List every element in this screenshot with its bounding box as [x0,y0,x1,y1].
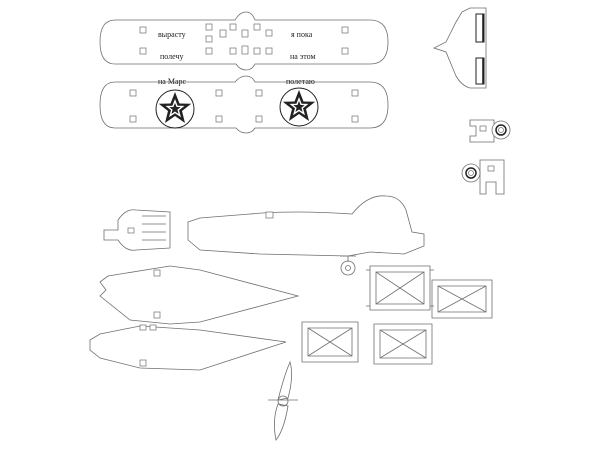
tail-stabilizer [432,7,487,89]
stand-frame-2 [431,279,493,319]
fuselage-half-1 [99,265,300,325]
wing-text-3: полечу [160,52,184,61]
fuselage [187,195,425,276]
fuselage-half-2 [89,324,287,371]
landing-gear-1 [469,119,511,143]
upper-wing: вырасту я пока полечу на этом [99,11,389,71]
wing-text-5: на Марс [158,77,186,86]
star-icon [279,87,319,127]
stand-frame-3 [301,321,359,363]
landing-gear-2 [461,159,505,195]
wing-text-4: на этом [290,52,316,61]
stand-frame-1 [366,265,434,311]
wing-text-1: вырасту [158,30,186,39]
engine-piece [103,209,171,251]
stand-frame-4 [373,323,433,365]
star-icon [155,89,195,129]
lower-wing: на Марс полетаю [99,75,389,134]
wing-text-6: полетаю [286,77,315,86]
propeller-icon [268,360,298,441]
wing-text-2: я пока [291,30,313,39]
